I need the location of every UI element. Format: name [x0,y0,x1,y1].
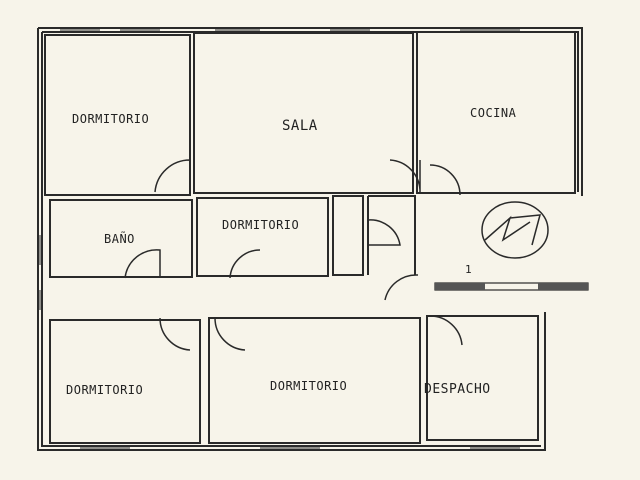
room-label-sala: SALA [282,118,318,134]
doors [124,159,463,351]
room-dormitorio-nw [44,34,191,196]
north-arrow-icon [481,201,549,259]
scale-bar [434,282,589,291]
room-label-bano: BAÑO [104,232,135,246]
room-label-dormitorio-nw: DORMITORIO [72,112,150,126]
room-label-dormitorio-s: DORMITORIO [270,379,348,393]
room-cocina [416,31,576,194]
room-dormitorio-mid [196,197,329,277]
room-label-dormitorio-sw: DORMITORIO [66,383,144,397]
room-despacho [426,315,539,441]
room-sala [193,32,414,194]
windows [39,29,520,449]
room-label-despacho: DESPACHO [424,382,491,397]
hall-closet [367,195,416,275]
closet [332,195,364,276]
room-label-cocina: COCINA [470,106,517,120]
room-bano [49,199,193,278]
room-dormitorio-s [208,317,421,444]
room-label-dormitorio-mid: DORMITORIO [222,218,300,232]
room-dormitorio-sw [49,319,201,444]
scale-label: 1 [465,263,473,276]
